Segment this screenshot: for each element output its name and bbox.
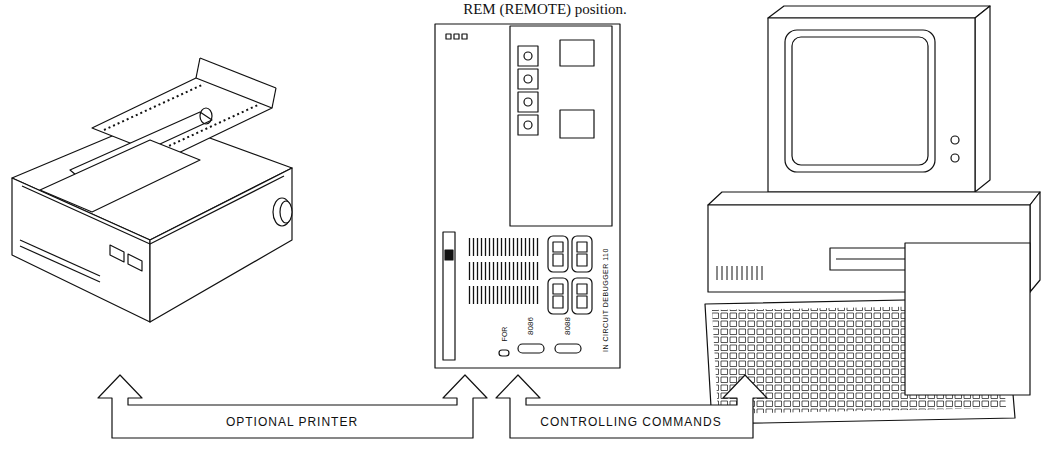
arrow-label: CONTROLLING COMMANDS xyxy=(538,415,723,429)
command-arrow xyxy=(496,375,767,438)
cpu-label: 8086 xyxy=(527,317,535,335)
printer-drawing xyxy=(12,58,292,322)
debugger-unit xyxy=(435,24,620,368)
device-label: FOR xyxy=(501,327,508,342)
arrow-label: OPTIONAL PRINTER xyxy=(224,415,360,429)
computer-drawing xyxy=(705,6,1040,424)
device-name: IN CIRCUIT DEBUGGER 110 xyxy=(602,248,609,352)
header-text: REM (REMOTE) position. xyxy=(463,2,627,17)
cpu-label: 8088 xyxy=(564,317,572,335)
printer-arrow xyxy=(98,375,487,438)
